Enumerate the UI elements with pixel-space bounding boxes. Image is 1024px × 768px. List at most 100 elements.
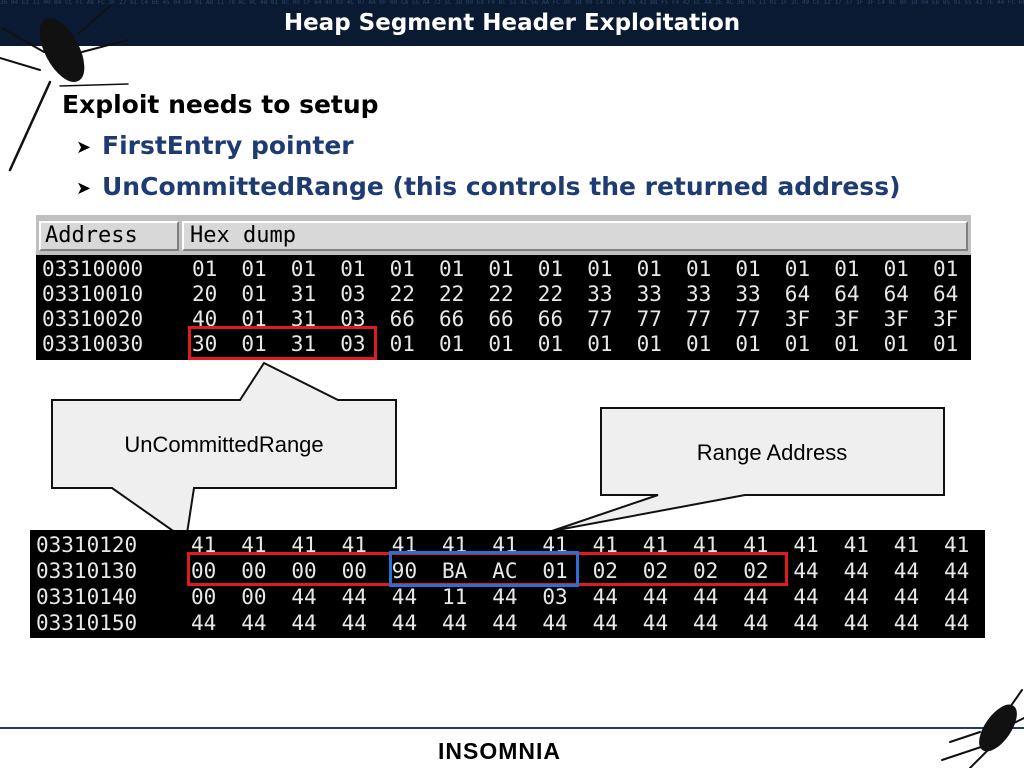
hex-dump-byte: 20: [192, 282, 218, 306]
hex-dump-address: 03310020: [42, 307, 144, 331]
hex-dump-byte: 01: [587, 332, 613, 356]
hex-dump-address: 03310030: [42, 332, 144, 356]
callout-left-label: UnCommittedRange: [124, 432, 323, 457]
slide-heading: Exploit needs to setup: [62, 90, 379, 119]
hex-dump-byte: 64: [933, 282, 959, 306]
hex-dump-byte: 64: [784, 282, 811, 306]
hex-dump-byte: 44: [191, 611, 217, 635]
hex-dump-byte: 01: [784, 257, 811, 281]
hex-dump-byte: 00: [191, 585, 217, 609]
hex-dump-byte: 44: [391, 611, 418, 635]
cockroach-icon: [0, 5, 129, 172]
hex-dump-byte: 33: [686, 282, 712, 306]
hex-dump-byte: 44: [843, 585, 869, 609]
hex-dump-byte: 44: [793, 559, 819, 583]
hex-dump-byte: 02: [743, 559, 769, 583]
slide-title: Heap Segment Header Exploitation: [283, 10, 741, 36]
hex-dump-byte: 41: [793, 533, 819, 557]
hex-dump-byte: 44: [642, 611, 669, 635]
hex-dump-byte: 44: [291, 611, 317, 635]
hex-dump-byte: 44: [592, 585, 618, 609]
hex-dump-byte: 22: [537, 282, 564, 306]
hex-dump-address: 03310000: [42, 257, 144, 281]
callout-right-label: Range Address: [697, 440, 847, 465]
hex-dump-byte: 33: [636, 282, 662, 306]
hex-dump-byte: 01: [784, 332, 811, 356]
hex-dump-byte: 44: [944, 611, 970, 635]
hex-dump-byte: 77: [636, 307, 662, 331]
hex-dump-address: 03310150: [36, 611, 138, 635]
hex-dump-byte: 02: [592, 559, 618, 583]
hex-dump-byte: 44: [391, 585, 418, 609]
hex-dump-byte: 00: [191, 559, 217, 583]
hex-dump-byte: 77: [587, 307, 613, 331]
hex-dump-byte: 01: [389, 257, 415, 281]
hex-dump-byte: 02: [693, 559, 719, 583]
hex-dump-byte: AC: [492, 559, 518, 583]
hex-dump-byte: 00: [241, 559, 267, 583]
callout-left-shape: [51, 361, 397, 542]
hex-dump-byte: 22: [439, 282, 465, 306]
hex-dump-byte: 01: [834, 257, 860, 281]
hex-dump-byte: 66: [389, 307, 415, 331]
hex-dump-byte: 3F: [933, 307, 959, 331]
hex-dump-byte: 01: [636, 257, 662, 281]
hex-dump-byte: 44: [341, 611, 367, 635]
hex-dump-byte: 01: [883, 332, 909, 356]
hex-dump-byte: 30: [192, 332, 218, 356]
hex-dump-byte: 01: [537, 257, 564, 281]
hex-dump-byte: 31: [290, 332, 317, 356]
hex-dump-header: Address Hex dump: [36, 215, 971, 255]
hex-dump-byte: 44: [944, 585, 970, 609]
hex-dump-byte: 02: [642, 559, 669, 583]
hex-dump-byte: 44: [893, 559, 920, 583]
hex-dump-byte: 64: [883, 282, 909, 306]
hex-dump-byte: 01: [241, 282, 267, 306]
hex-dump-byte: 44: [492, 585, 518, 609]
cockroach-bullet-icon: ➤: [76, 136, 92, 158]
title-bar: 36 94 E2 11 00 B4 CC FC A8 FC 3F 27 61 C…: [0, 0, 1024, 46]
hex-dump-byte: BA: [442, 559, 468, 583]
hex-dump-byte: 03: [340, 282, 366, 306]
hex-dump-byte: 01: [587, 257, 613, 281]
hex-dump-byte: 01: [933, 332, 959, 356]
hex-dump-byte: 44: [693, 611, 719, 635]
hex-dump-byte: 01: [933, 257, 959, 281]
hex-dump-byte: 00: [291, 559, 317, 583]
hex-dump-byte: 44: [642, 585, 669, 609]
hex-dump-byte: 77: [686, 307, 712, 331]
hex-dump-byte: 03: [340, 332, 366, 356]
hex-dump-byte: 66: [439, 307, 465, 331]
hex-dump-byte: 44: [693, 585, 719, 609]
hex-dump-byte: 01: [241, 332, 267, 356]
hex-dump-byte: 01: [735, 257, 761, 281]
hex-dump-byte: 44: [893, 611, 920, 635]
hex-dump-byte: 33: [587, 282, 613, 306]
callout-right-shape: [551, 407, 945, 532]
hex-dump-byte: 44: [743, 585, 769, 609]
hex-dump-address: 03310010: [42, 282, 144, 306]
hex-dump-byte: 01: [389, 332, 415, 356]
hex-dump-byte: 44: [793, 611, 819, 635]
hex-dump-byte: 66: [488, 307, 514, 331]
column-header-hex-dump[interactable]: Hex dump: [182, 221, 968, 251]
hex-dump-address: 03310140: [36, 585, 138, 609]
hex-dump-byte: 41: [843, 533, 869, 557]
hex-dump-byte: 44: [542, 611, 568, 635]
hex-dump-byte: 01: [241, 257, 267, 281]
bullet-text: FirstEntry pointer: [102, 131, 354, 160]
hex-dump-byte: 44: [291, 585, 317, 609]
hex-dump-byte: 11: [442, 585, 468, 609]
hex-dump-byte: 01: [883, 257, 909, 281]
column-header-address[interactable]: Address: [39, 221, 179, 251]
hex-dump-byte: 01: [439, 332, 465, 356]
highlight-range-address: [389, 551, 579, 587]
hex-dump-byte: 44: [241, 611, 267, 635]
hex-dump-byte: 01: [537, 332, 564, 356]
